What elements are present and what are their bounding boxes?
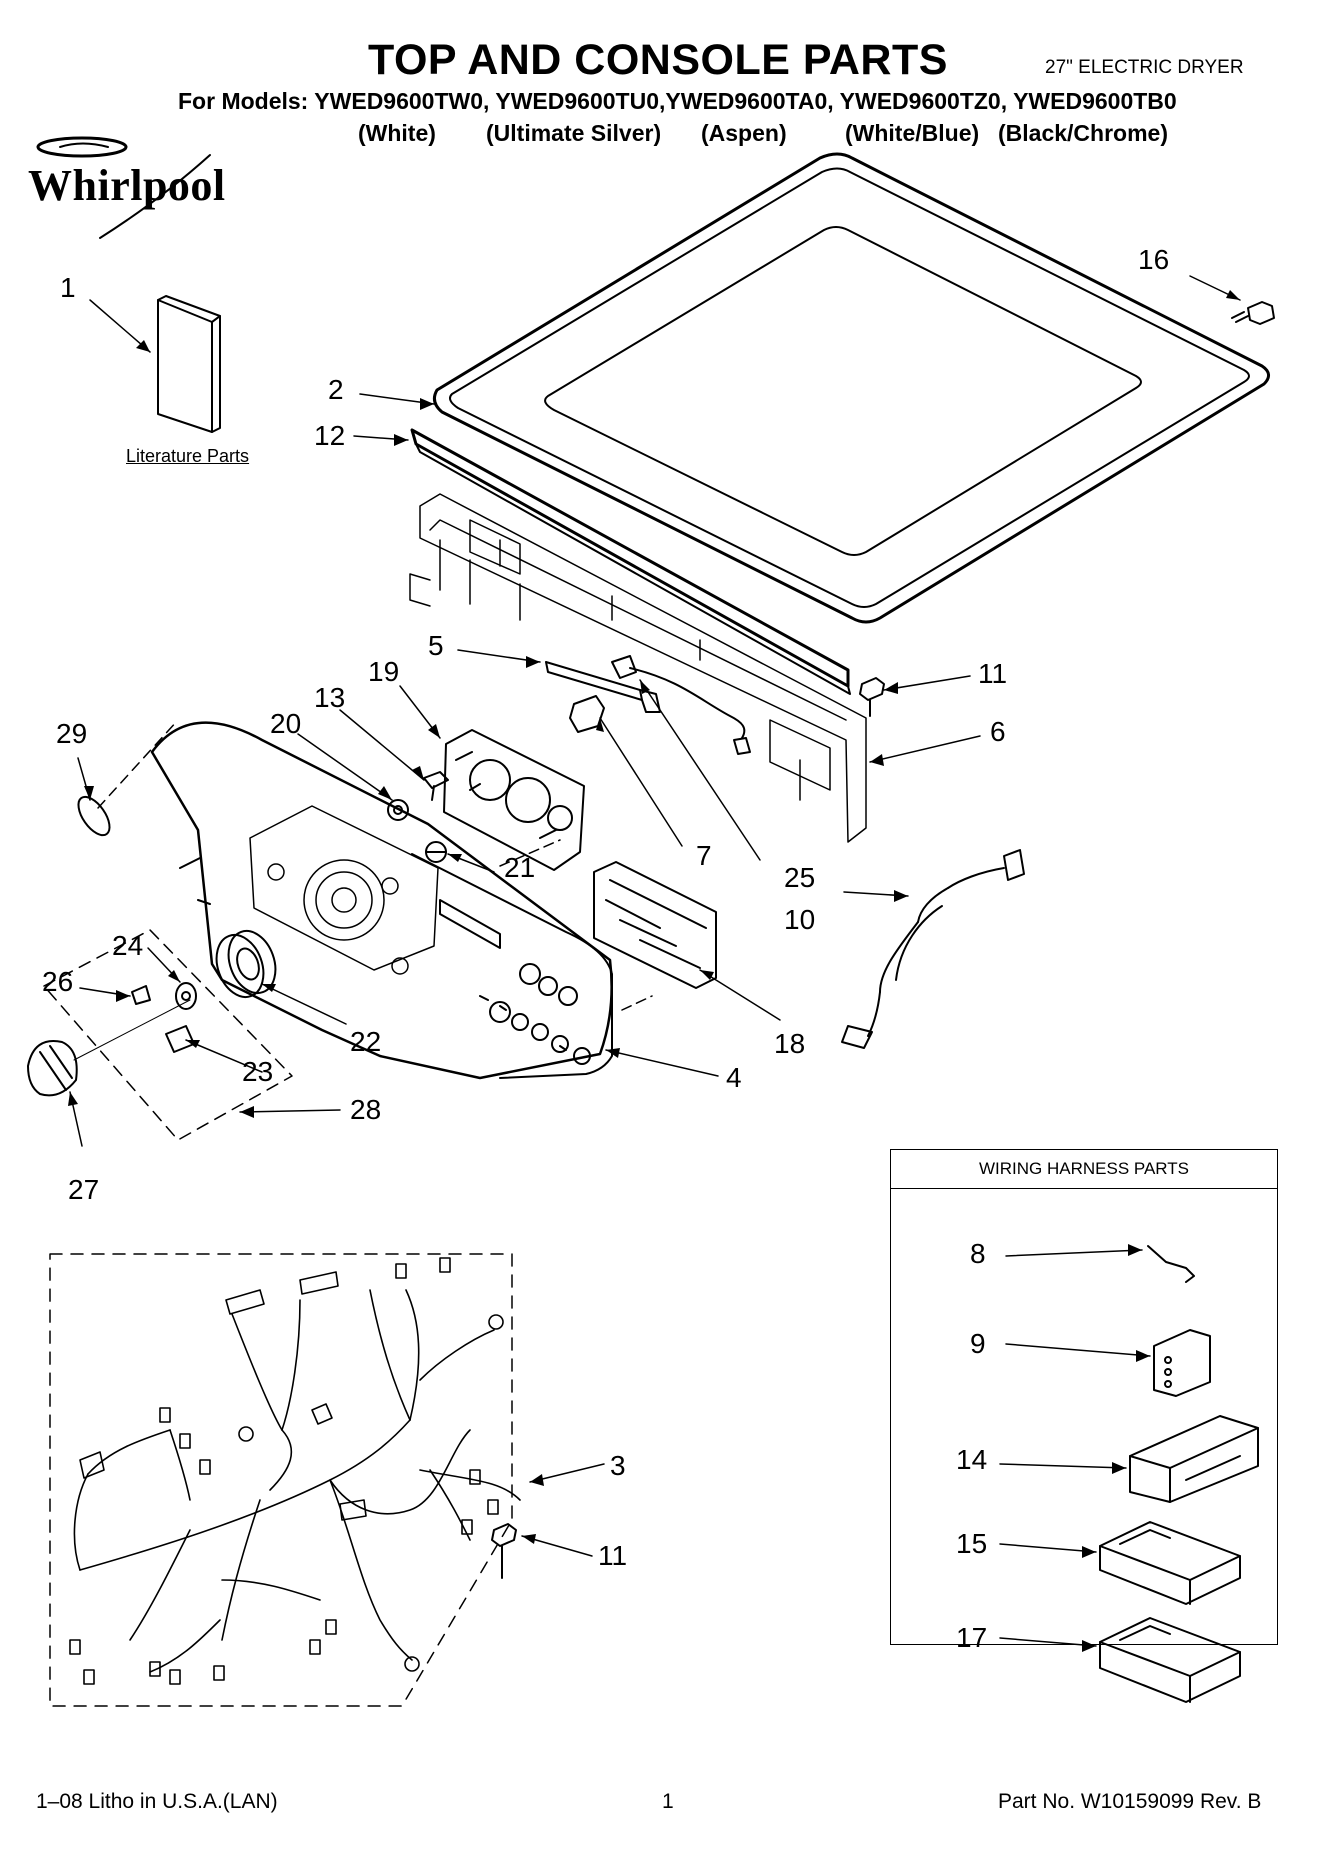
wiring-harness-box <box>890 1149 1278 1645</box>
dial-ring <box>215 930 277 998</box>
callout-16: 16 <box>1138 244 1170 275</box>
callout-5: 5 <box>428 630 444 661</box>
console-inner <box>249 805 439 975</box>
badge <box>77 795 111 837</box>
color-white: (White) <box>358 120 436 146</box>
clip-26 <box>131 985 151 1005</box>
ring-21 <box>425 841 447 863</box>
console-frame <box>409 493 867 843</box>
screw-11-upper <box>859 677 885 717</box>
callout-10: 10 <box>784 904 816 935</box>
knob-hub <box>175 982 197 1010</box>
callout-7: 7 <box>696 840 712 871</box>
callout-4: 4 <box>726 1062 742 1093</box>
leader-arrowheads <box>68 290 1240 1652</box>
product-subtitle: 27" ELECTRIC DRYER <box>1045 57 1244 78</box>
footer-litho: 1–08 Litho in U.S.A.(LAN) <box>36 1790 278 1813</box>
callout-23: 23 <box>242 1056 274 1087</box>
callout-2: 2 <box>328 374 344 405</box>
terminal-8 <box>1147 1245 1195 1283</box>
main-wire-harness <box>69 1257 521 1685</box>
callout-1: 1 <box>60 272 76 303</box>
ui-board <box>593 861 717 989</box>
logo-swirl <box>36 136 128 158</box>
control-board <box>443 729 585 871</box>
housing-14 <box>1129 1415 1259 1503</box>
console-housing <box>150 721 613 1080</box>
callout-14: 14 <box>956 1444 988 1475</box>
callout-11-upper: 11 <box>978 658 1008 689</box>
literature-caption: Literature Parts <box>126 446 250 466</box>
callout-19: 19 <box>368 656 400 687</box>
cable-tie <box>545 661 661 713</box>
color-aspen: (Aspen) <box>701 120 787 146</box>
encoder-13 <box>423 771 449 801</box>
callout-12: 12 <box>314 420 346 451</box>
screw-16 <box>1231 301 1275 325</box>
callout-25: 25 <box>784 862 816 893</box>
color-black-chrome: (Black/Chrome) <box>998 120 1168 146</box>
page-number: 1 <box>662 1790 674 1813</box>
callout-28: 28 <box>350 1094 382 1125</box>
models-line: For Models: YWED9600TW0, YWED9600TU0,YWE… <box>178 88 1177 114</box>
callout-18: 18 <box>774 1028 806 1059</box>
color-ultimate-silver: (Ultimate Silver) <box>486 120 662 146</box>
callout-26: 26 <box>42 966 74 997</box>
trim-strip <box>410 428 851 695</box>
callout-3: 3 <box>610 1450 626 1481</box>
connector-9 <box>1153 1329 1211 1397</box>
callout-6: 6 <box>990 716 1006 747</box>
housing-15 <box>1099 1521 1241 1605</box>
part-number: Part No. W10159099 Rev. B <box>998 1790 1262 1813</box>
wire-25 <box>611 655 751 755</box>
callout-29: 29 <box>56 718 88 749</box>
callout-15: 15 <box>956 1528 988 1559</box>
callout-20: 20 <box>270 708 302 739</box>
callout-17: 17 <box>956 1622 988 1653</box>
page-title: TOP AND CONSOLE PARTS <box>368 36 948 84</box>
knob-27 <box>27 999 191 1097</box>
color-white-blue: (White/Blue) <box>845 120 980 146</box>
callout-21: 21 <box>504 852 536 883</box>
top-panel <box>432 152 1270 624</box>
callout-13: 13 <box>314 682 346 713</box>
bulb-23 <box>165 1025 195 1053</box>
literature-booklet <box>157 295 221 433</box>
callout-8: 8 <box>970 1238 986 1269</box>
callout-27: 27 <box>68 1174 100 1205</box>
wiring-harness-title: WIRING HARNESS PARTS <box>890 1149 1278 1189</box>
harness-outline <box>49 1253 513 1707</box>
callout-11-lower: 11 <box>598 1540 628 1571</box>
knob-insert-20 <box>387 799 409 821</box>
housing-17 <box>1099 1617 1241 1703</box>
knob-assembly-outline <box>43 929 293 1141</box>
callout-24: 24 <box>112 930 144 961</box>
callout-9: 9 <box>970 1328 986 1359</box>
callout-22: 22 <box>350 1026 382 1057</box>
screw-11-lower <box>491 1523 517 1579</box>
wire-harness-10 <box>841 849 1025 1049</box>
